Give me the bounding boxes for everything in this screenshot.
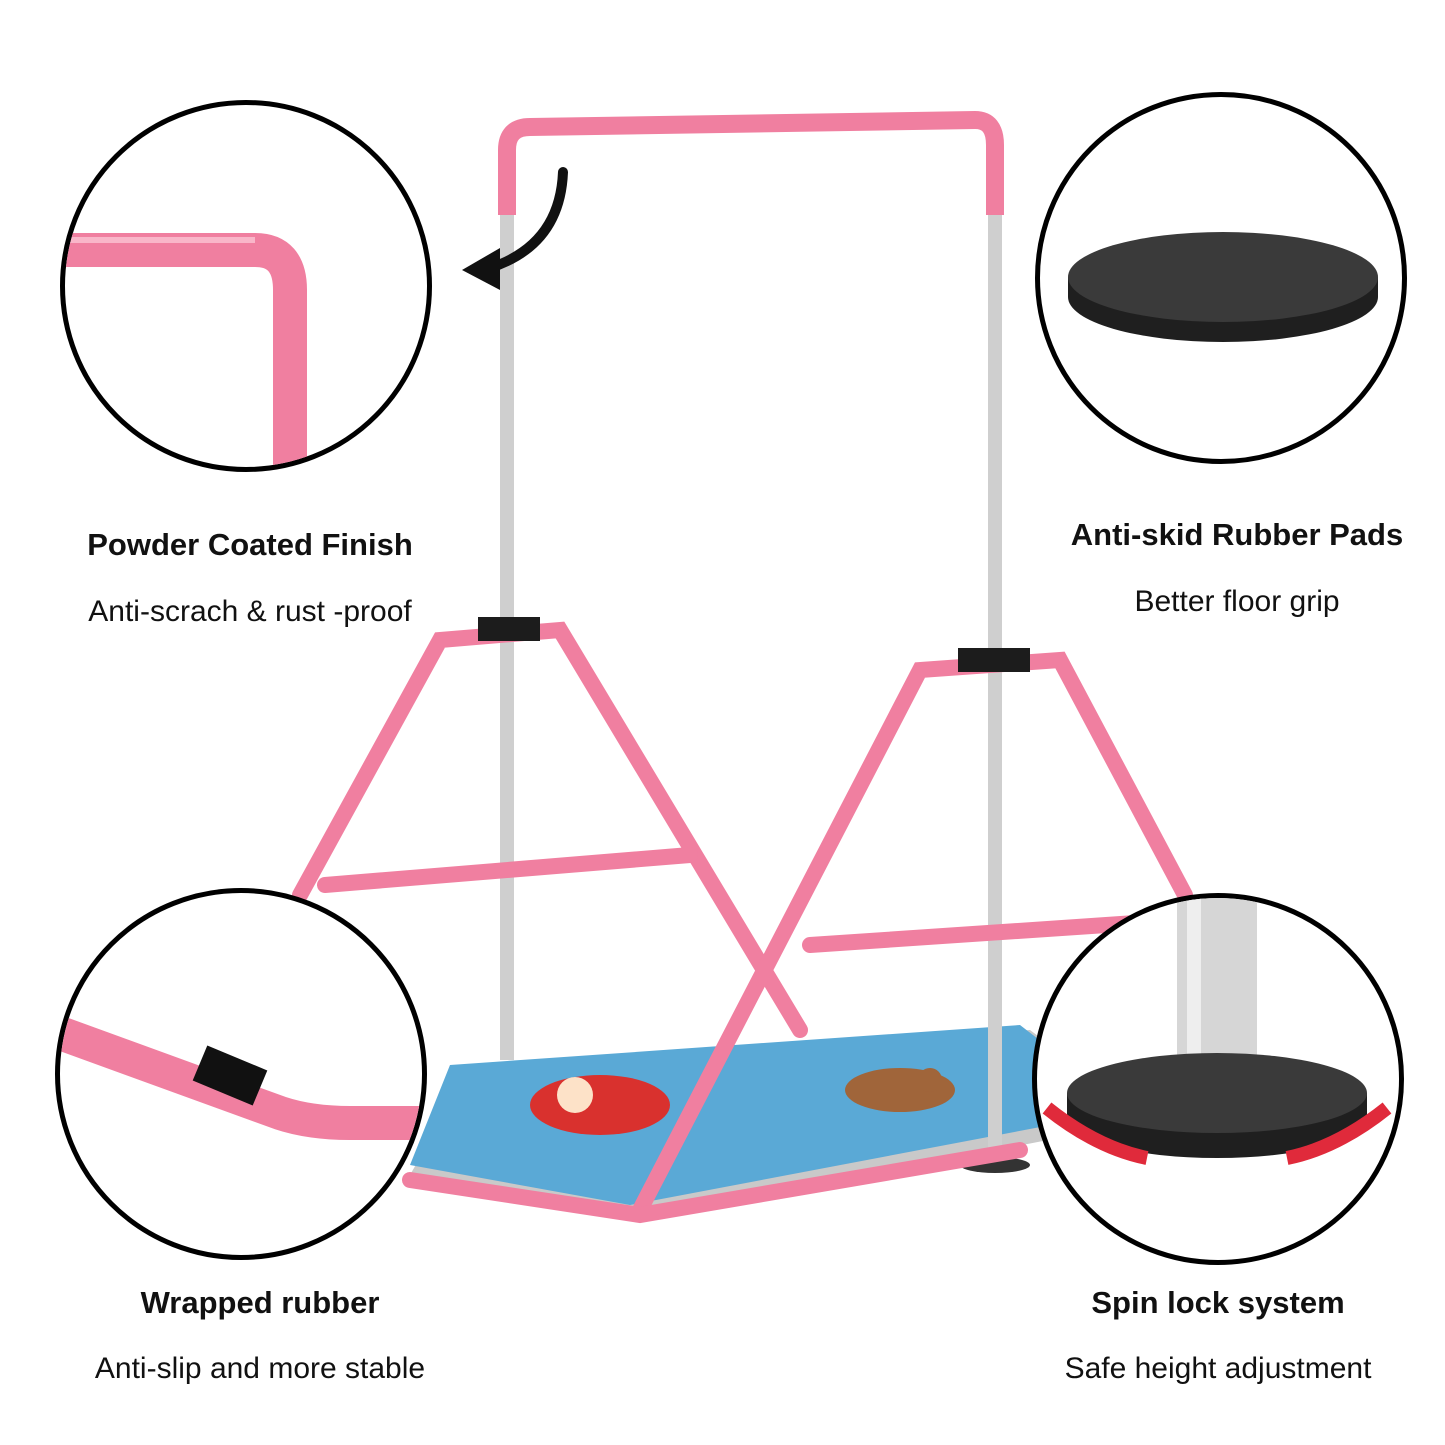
- feature-subtitle-powder-coated: Anti-scrach & rust -proof: [88, 595, 412, 628]
- feature-title-spin-lock: Spin lock system: [1091, 1285, 1345, 1320]
- feature-subtitle-spin-lock: Safe height adjustment: [1064, 1352, 1372, 1385]
- rubber-pad-icon: [1068, 232, 1378, 342]
- right-clamp: [958, 648, 1030, 672]
- feature-title-powder-coated: Powder Coated Finish: [87, 527, 413, 562]
- feature-title-wrapped-rubber: Wrapped rubber: [140, 1285, 380, 1320]
- printed-mat: [410, 1025, 1150, 1220]
- feature-subtitle-wrapped-rubber: Anti-slip and more stable: [94, 1352, 426, 1385]
- curved-arrow-icon: [462, 167, 568, 290]
- pink-tube-corner-icon: [65, 233, 307, 467]
- rubber-pad-detail: [1035, 92, 1407, 464]
- rubber-sleeve-icon: [60, 1017, 422, 1140]
- spin-lock-detail: [1032, 893, 1404, 1265]
- wrapped-rubber-detail: [55, 888, 427, 1260]
- left-clamp: [478, 617, 540, 641]
- feature-title-rubber-pads: Anti-skid Rubber Pads: [1070, 517, 1404, 552]
- feature-subtitle-rubber-pads: Better floor grip: [1134, 585, 1340, 618]
- adjustable-poles: [500, 215, 1030, 1173]
- top-bar: [498, 111, 1004, 215]
- spin-lock-icon: [1042, 898, 1392, 1165]
- powder-coated-detail: [60, 100, 432, 472]
